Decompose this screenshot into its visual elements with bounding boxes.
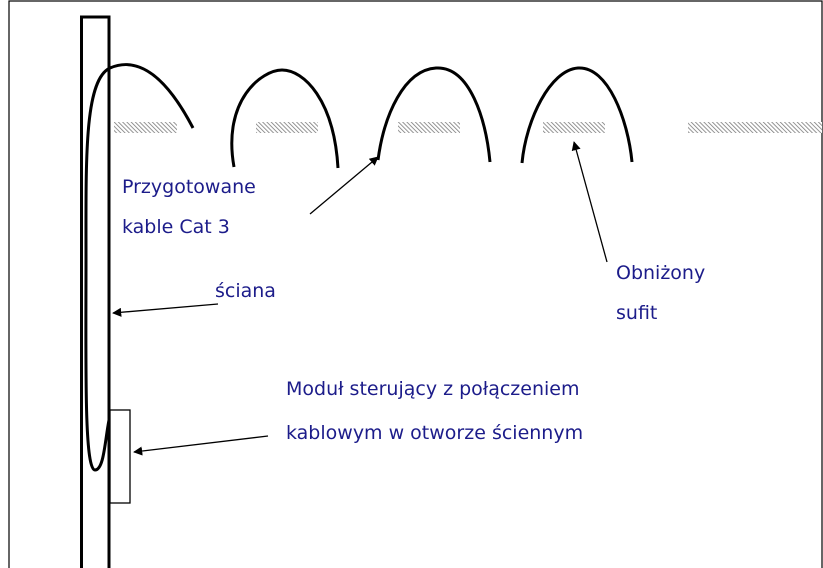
wall [80, 15, 111, 568]
arrow-cables [309, 156, 379, 215]
suspended-ceiling [114, 122, 822, 133]
cables-label-line1: Przygotowane [122, 176, 256, 198]
cable-in-wall [84, 63, 195, 472]
ceiling-label-line2: sufit [616, 302, 658, 324]
cables-label-line2: kable Cat 3 [122, 216, 230, 238]
module-label-line1: Moduł sterujący z połączeniem [286, 378, 580, 400]
diagram-frame [8, 0, 823, 568]
cable-loop [520, 66, 634, 164]
ceiling-segment [256, 122, 318, 133]
arrow-module [133, 435, 269, 456]
control-module-box [109, 409, 131, 504]
cable-loop [376, 66, 492, 163]
wall-label: ściana [215, 280, 276, 302]
cable-loop [230, 68, 340, 169]
ceiling-segment [114, 122, 177, 133]
arrow-ceiling [571, 141, 608, 263]
module-label-line2: kablowym w otworze ściennym [286, 422, 584, 444]
ceiling-segment [688, 122, 822, 133]
ceiling-label-line1: Obniżony [616, 262, 706, 284]
ceiling-segment [543, 122, 605, 133]
arrow-wall [112, 303, 219, 317]
ceiling-segment [398, 122, 460, 133]
